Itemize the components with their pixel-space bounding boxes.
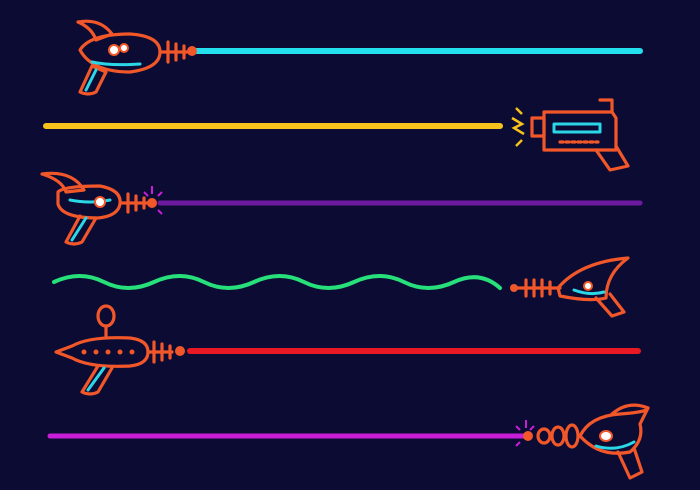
fin-ray-gun-icon bbox=[40, 171, 163, 246]
shark-ray-gun-icon bbox=[510, 256, 630, 318]
shark-ray-gun-row bbox=[52, 256, 630, 318]
boxy-blaster-row bbox=[43, 98, 630, 172]
ring-rocket-gun-icon bbox=[515, 403, 650, 480]
rocket-ray-gun-row bbox=[76, 19, 643, 96]
antenna-ray-gun-row bbox=[54, 304, 641, 396]
rocket-ray-gun-icon bbox=[76, 19, 197, 96]
antenna-ray-gun-icon bbox=[54, 304, 185, 396]
beam-green-wave bbox=[52, 274, 502, 290]
boxy-blaster-icon bbox=[511, 98, 630, 172]
fin-ray-gun-row bbox=[40, 171, 643, 246]
ring-rocket-gun-row bbox=[47, 403, 650, 480]
